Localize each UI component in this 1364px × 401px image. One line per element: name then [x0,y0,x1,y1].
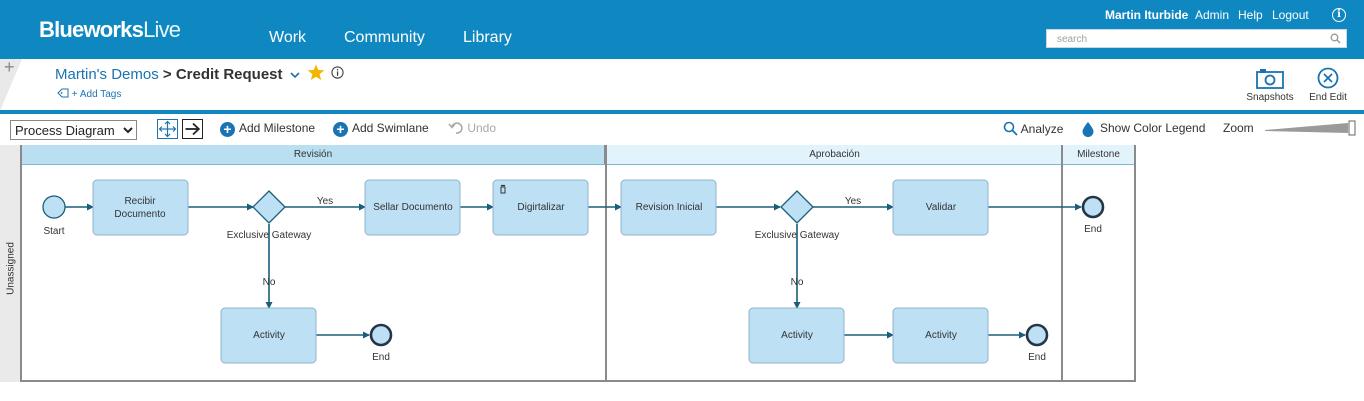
user-name-link[interactable]: Martin Iturbide [1105,8,1189,22]
nav-library[interactable]: Library [463,29,512,46]
diagram-toolbar: Process Diagram + Add Milestone + Add Swim… [0,114,1364,143]
milestone-divider [1061,145,1063,382]
nav-work[interactable]: Work [269,29,307,46]
snapshots-button[interactable]: Snapshots [1244,67,1296,103]
activity-label: Sellar Documento [373,202,453,213]
logout-link[interactable]: Logout [1272,8,1309,22]
exclusive-gateway[interactable] [780,190,814,224]
process-info-icon[interactable] [331,66,344,79]
end-event[interactable] [1025,323,1049,347]
undo-icon [448,122,463,134]
activity-label: Revision Inicial [636,202,703,213]
activity-generic[interactable] [220,307,317,364]
swimlane-header-unassigned[interactable]: Unassigned [0,145,22,382]
breadcrumb-separator: > [162,66,172,83]
logo-main-text: Blueworks [39,17,144,42]
nav-community[interactable]: Community [344,29,425,46]
activity-label: Activity [925,330,957,341]
color-drop-icon[interactable] [1081,121,1095,137]
end-edit-button[interactable]: End Edit [1305,67,1351,103]
title-divider [0,110,1364,114]
activity-sellar-documento[interactable] [364,179,461,236]
add-swimlane-icon: + [333,122,348,137]
activity-label: Validar [926,202,957,213]
camera-icon [1256,69,1284,89]
exclusive-gateway[interactable] [252,190,286,224]
no-flow-label: No [263,277,276,288]
admin-link[interactable]: Admin [1195,8,1230,22]
yes-flow-label: Yes [317,196,333,207]
activity-revision-inicial[interactable] [620,179,717,236]
document-icon [500,184,506,194]
diagram-type-select[interactable]: Process Diagram [10,120,137,140]
search-icon[interactable] [1330,33,1341,44]
new-plus-icon[interactable]: + [4,57,15,77]
milestone-header-milestone[interactable]: Milestone [1063,145,1134,165]
yes-flow-label: Yes [845,196,861,207]
undo-button[interactable]: Undo [448,121,496,135]
activity-recibir-documento[interactable] [92,179,189,236]
process-flow: Start Recibir Documento Exclusive Gatewa… [42,179,1105,364]
milestone-header-aprobacion[interactable]: Aprobación [607,145,1062,165]
activity-generic[interactable] [892,307,989,364]
zoom-label: Zoom [1223,121,1254,135]
activity-label: Digirtalizar [517,202,565,213]
activity-label: Activity [781,330,813,341]
logo-accent-text: Live [143,17,181,42]
analyze-label: Analyze [1020,122,1064,136]
magnifier-icon [1003,121,1018,136]
title-area: + Martin's Demos > Credit Request + Add … [0,57,1364,111]
process-title: Credit Request [175,66,283,83]
search-input[interactable] [1046,29,1347,48]
analyze-button[interactable]: Analyze [1003,121,1063,136]
add-milestone-icon: + [220,122,235,137]
undo-label: Undo [467,121,497,135]
close-circle-icon [1317,67,1339,89]
show-color-legend-button[interactable]: Show Color Legend [1100,121,1206,135]
corner-fold [0,59,22,111]
arrow-right-icon [185,122,201,136]
start-event-label: Start [43,226,64,237]
add-tags-link[interactable]: + Add Tags [57,88,121,100]
end-event-label: End [1084,224,1102,235]
add-tags-label: + Add Tags [71,89,122,100]
milestone-divider [605,145,607,382]
end-event[interactable] [1081,195,1105,219]
end-edit-label: End Edit [1309,92,1347,103]
fit-diagram-button[interactable] [157,119,178,139]
add-milestone-label: Add Milestone [239,121,316,135]
activity-generic[interactable] [748,307,845,364]
activity-validar[interactable] [892,179,989,236]
activity-label: Activity [253,330,285,341]
blueworks-live-logo[interactable]: BlueworksLive [39,17,181,43]
gateway-label: Exclusive Gateway [755,230,839,241]
no-flow-label: No [791,277,804,288]
diagram-canvas[interactable]: Unassigned Revisión Aprobación Milestone [0,143,1364,401]
activity-digitalizar[interactable] [492,179,589,236]
end-event[interactable] [369,323,393,347]
zoom-slider[interactable] [1264,120,1358,136]
breadcrumb: Martin's Demos > Credit Request [55,66,283,83]
top-header: BlueworksLive Work Community Library Mar… [0,0,1364,59]
end-event-label: End [372,352,390,363]
add-milestone-button[interactable]: + Add Milestone [220,121,315,137]
move-arrows-icon [158,120,177,138]
favorite-star-icon[interactable] [307,64,325,81]
add-swimlane-button[interactable]: + Add Swimlane [333,121,429,137]
end-event-label: End [1028,352,1046,363]
tag-icon [57,88,69,98]
help-link[interactable]: Help [1238,8,1263,22]
add-swimlane-label: Add Swimlane [352,121,429,135]
snapshots-label: Snapshots [1246,92,1294,103]
start-event[interactable] [42,195,66,219]
info-icon[interactable]: i [1332,8,1346,22]
gateway-label: Exclusive Gateway [227,230,311,241]
breadcrumb-parent-link[interactable]: Martin's Demos [55,66,159,83]
activity-label: Recibir [124,196,156,207]
activity-label: Documento [114,209,166,220]
connect-button[interactable] [182,119,203,139]
chevron-down-icon[interactable] [290,72,300,79]
